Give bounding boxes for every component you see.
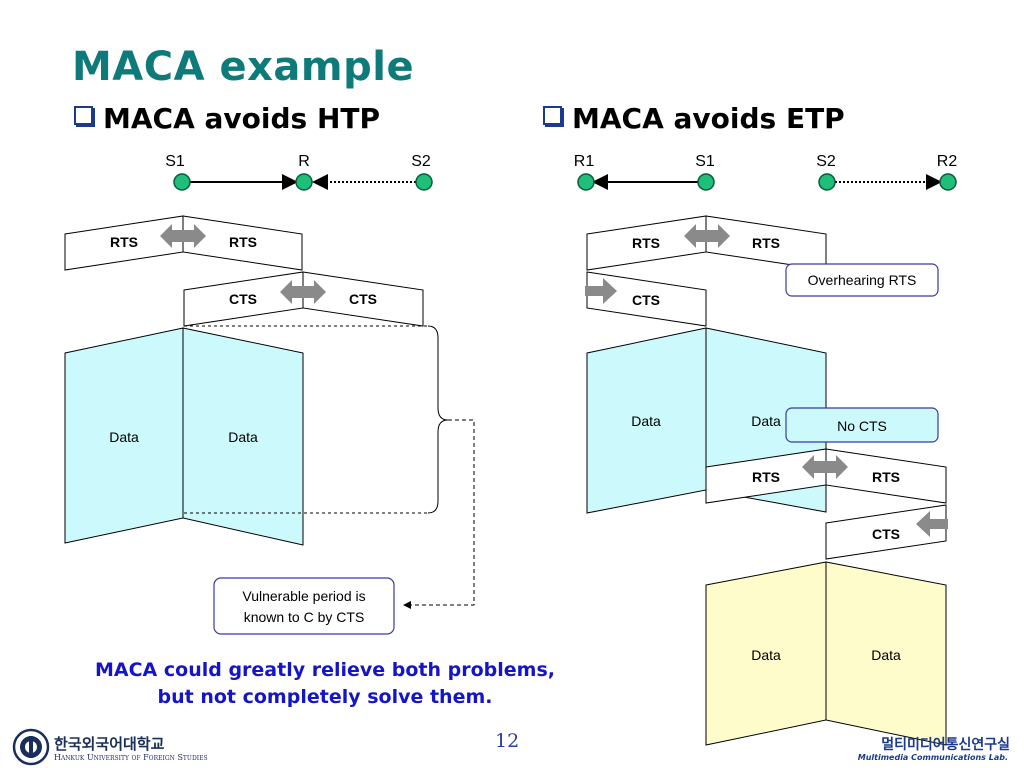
right-rts-frame-2: RTS RTS: [705, 448, 947, 504]
conclusion-line: but not completely solve them.: [157, 686, 493, 708]
lab-name-english: Multimedia Communications Lab.: [857, 753, 1008, 762]
data-label: Data: [228, 429, 258, 445]
cts-label: CTS: [229, 291, 257, 307]
cts-label: CTS: [872, 526, 900, 542]
slide-title: MACA example: [72, 44, 415, 90]
vulnerable-callout: Vulnerable period is known to C by CTS: [213, 577, 395, 635]
node-label: R2: [937, 153, 958, 170]
university-name-english: Hankuk University of Foreign Studies: [54, 753, 208, 762]
conclusion-line: MACA could greatly relieve both problems…: [95, 659, 555, 681]
double-arrow-icon: [684, 224, 730, 248]
left-arrow-icon: [916, 511, 948, 537]
node-label: S1: [695, 153, 715, 170]
callout-text: Overhearing RTS: [808, 272, 917, 288]
left-cts-frame: CTS CTS: [183, 271, 424, 327]
lab-name-korean: 멀티미디어통신연구실: [881, 737, 1010, 753]
right-topology: R1 S1 S2 R2: [574, 153, 958, 191]
callout-text: No CTS: [837, 418, 887, 434]
left-heading-text: MACA avoids HTP: [103, 102, 380, 135]
right-data-frame-2: Data Data: [705, 561, 947, 746]
right-rts-frame-1: RTS RTS: [586, 215, 827, 271]
rts-label: RTS: [229, 234, 257, 250]
right-heading-text: MACA avoids ETP: [572, 102, 845, 135]
double-arrow-icon: [802, 455, 848, 479]
right-heading: MACA avoids ETP: [543, 102, 845, 135]
node-label: R: [298, 153, 310, 170]
node-label: R1: [574, 153, 595, 170]
conclusion-text: MACA could greatly relieve both problems…: [60, 657, 590, 711]
callout-line: Vulnerable period is: [242, 588, 365, 604]
callout-line: known to C by CTS: [244, 609, 365, 625]
cts-label: CTS: [349, 291, 377, 307]
checkbox-bullet-icon: [74, 106, 93, 125]
data-label: Data: [751, 647, 781, 663]
university-name-korean: 한국외국어대학교: [54, 735, 165, 753]
node-label: S1: [165, 153, 185, 170]
node-s1: [173, 173, 191, 191]
rts-label: RTS: [752, 469, 780, 485]
node-r1: [577, 173, 595, 191]
data-label: Data: [109, 429, 139, 445]
left-heading: MACA avoids HTP: [74, 102, 380, 135]
checkbox-bullet-icon: [543, 106, 562, 125]
node-label: S2: [816, 153, 836, 170]
node-r: [295, 173, 313, 191]
nocts-callout: No CTS: [785, 407, 939, 443]
page-number: 12: [495, 730, 520, 752]
node-s2: [415, 173, 433, 191]
data-label: Data: [871, 647, 901, 663]
node-s2: [818, 173, 836, 191]
overhearing-callout: Overhearing RTS: [785, 263, 939, 297]
double-arrow-icon: [160, 224, 206, 248]
right-cts-frame-1: CTS: [585, 271, 707, 327]
left-topology: S1 R S2: [165, 153, 433, 191]
university-seal-icon: [12, 728, 50, 766]
left-data-frame: Data Data: [64, 327, 304, 546]
left-rts-frame: RTS RTS: [64, 215, 303, 271]
rts-label: RTS: [872, 469, 900, 485]
node-r2: [939, 173, 957, 191]
right-arrow-icon: [585, 278, 617, 304]
data-label: Data: [631, 413, 661, 429]
double-arrow-icon: [280, 280, 326, 304]
cts-label: CTS: [632, 292, 660, 308]
node-label: S2: [411, 153, 431, 170]
rts-label: RTS: [110, 234, 138, 250]
rts-label: RTS: [632, 235, 660, 251]
node-s1: [697, 173, 715, 191]
right-cts-frame-2: CTS: [825, 504, 948, 560]
vulnerable-period-bracket: [184, 325, 475, 609]
rts-label: RTS: [752, 235, 780, 251]
data-label: Data: [751, 413, 781, 429]
